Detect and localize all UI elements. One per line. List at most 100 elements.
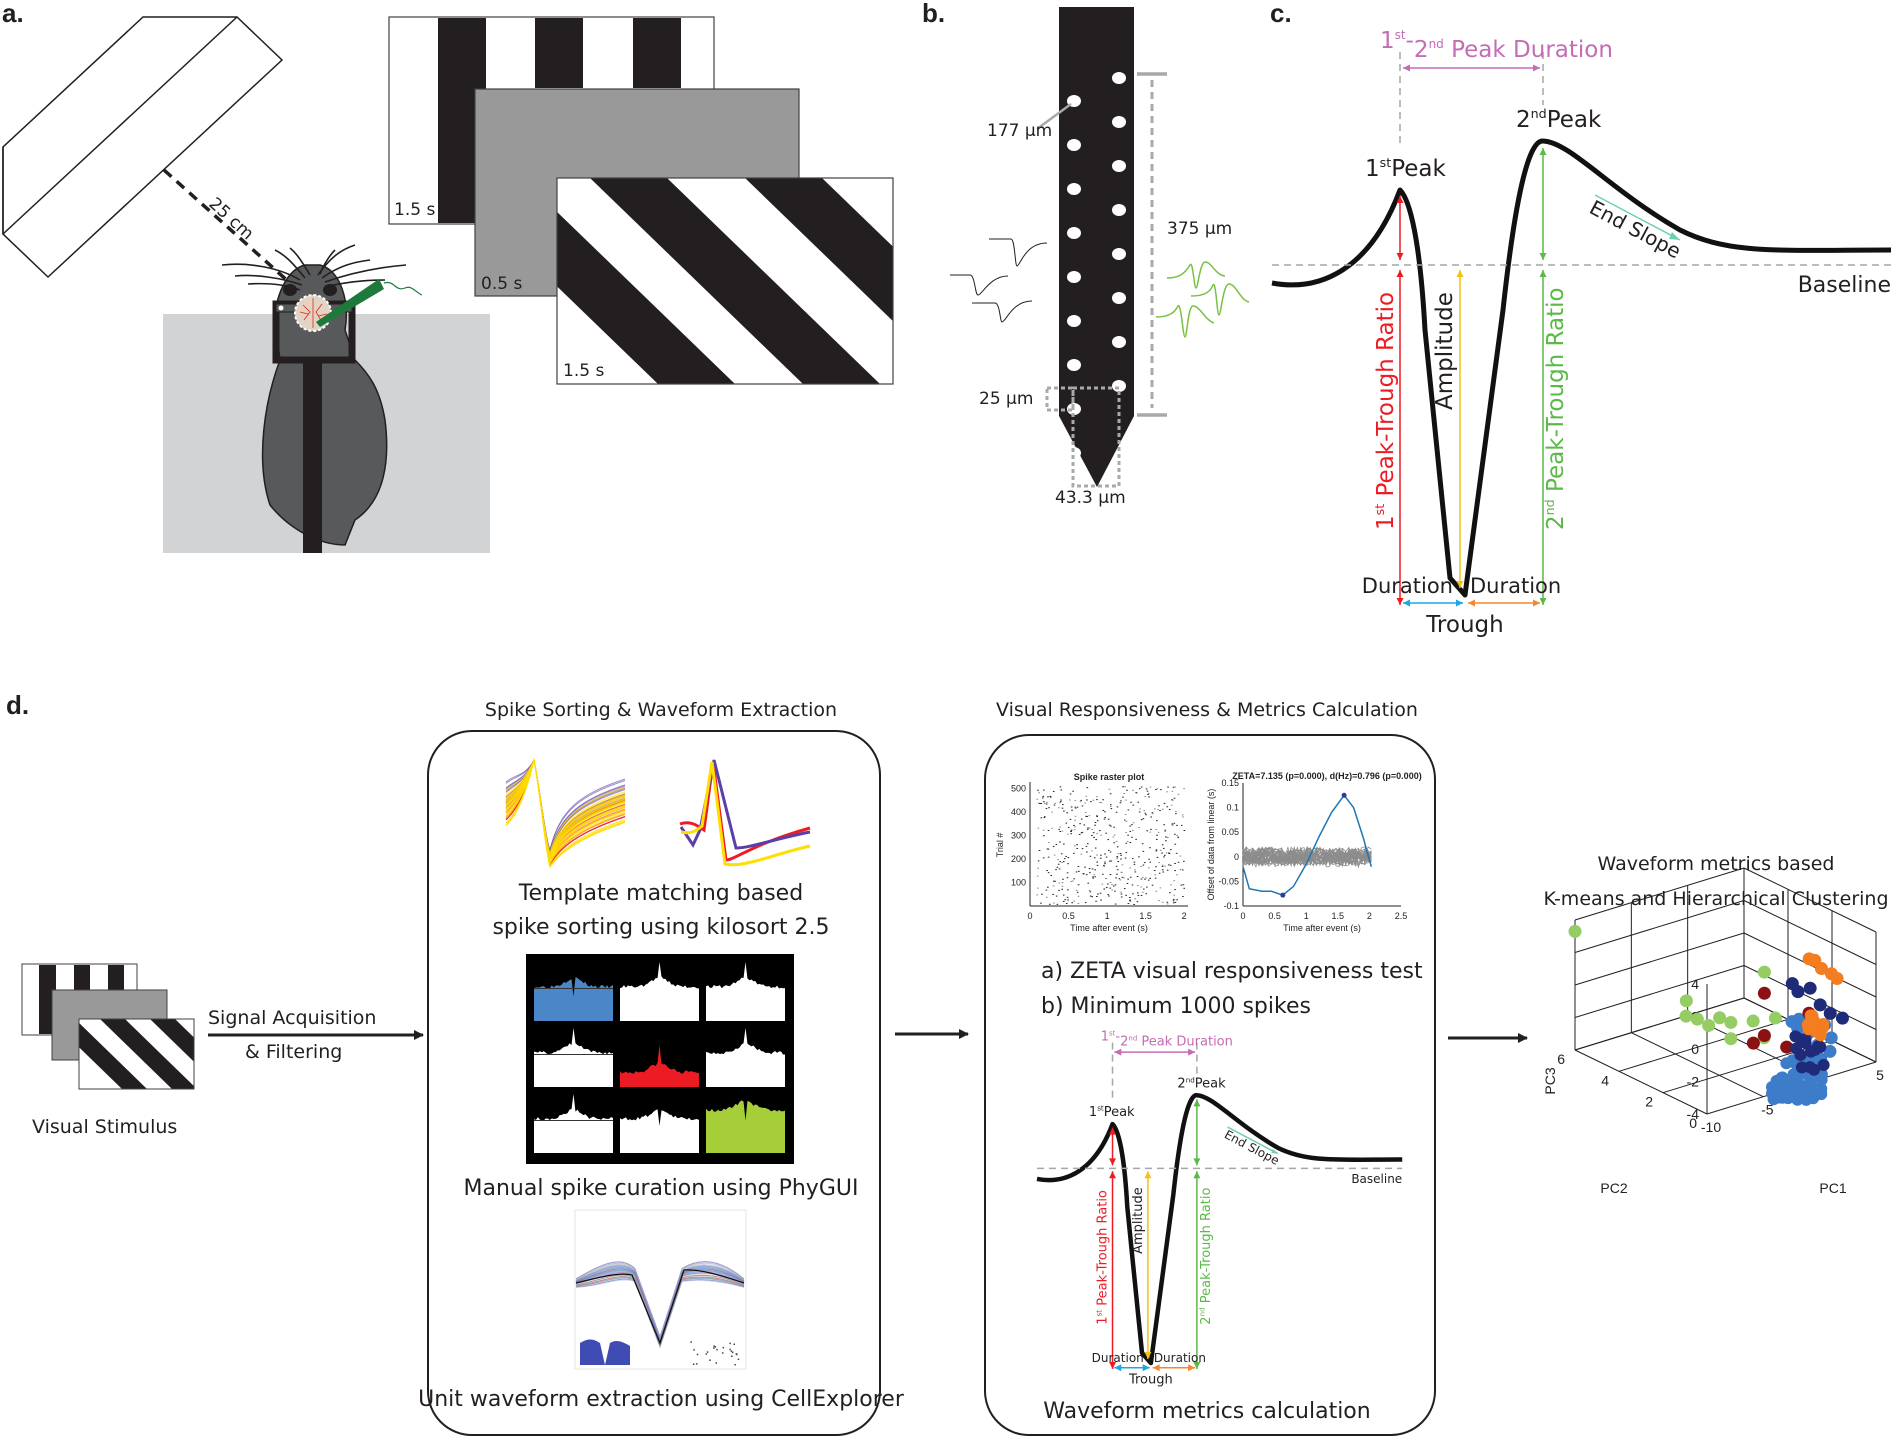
- peak-duration-arrow-head: [1114, 1048, 1122, 1056]
- raster-spike: [1130, 801, 1132, 803]
- raster-spike: [1154, 808, 1156, 810]
- raster-spike: [1061, 862, 1064, 864]
- raster-spike: [1078, 870, 1080, 872]
- waveform-trace: [1036, 1092, 1403, 1366]
- raster-spike: [1121, 876, 1124, 878]
- raster-spike: [1067, 833, 1069, 835]
- raster-x-tick: 0: [1027, 911, 1032, 921]
- pca-z-tick: -4: [1687, 1106, 1700, 1122]
- raster-spike: [1129, 867, 1131, 869]
- raster-spike: [1072, 880, 1074, 882]
- ccg-histogram: [706, 962, 785, 1021]
- raster-spike: [1109, 804, 1112, 806]
- raster-spike: [1058, 828, 1060, 830]
- raster-spike: [1043, 835, 1045, 837]
- pca-point-cluster-darkred: [1757, 1028, 1771, 1042]
- pca-point-cluster-darkred: [1746, 1036, 1760, 1050]
- mini-amplitude-label: Amplitude: [1131, 1187, 1146, 1254]
- raster-spike: [1089, 872, 1091, 874]
- raster-spike: [1063, 810, 1065, 812]
- raster-spike: [1067, 889, 1069, 891]
- ratio-1-lower-arrow-head: [1396, 598, 1404, 605]
- mouse-icon: [221, 244, 423, 553]
- raster-spike: [1079, 823, 1081, 825]
- raster-spike: [1088, 868, 1091, 870]
- raster-spike: [1143, 862, 1146, 864]
- raster-spike: [1096, 815, 1098, 817]
- raster-spike: [1087, 882, 1090, 884]
- zeta-y-tick: -0.1: [1223, 901, 1239, 911]
- raster-spike: [1116, 856, 1119, 858]
- raster-spike: [1183, 860, 1185, 862]
- raster-spike: [1129, 876, 1132, 878]
- pca-y-tick: 2: [1645, 1094, 1653, 1110]
- raster-spike: [1132, 804, 1135, 806]
- raster-y-tick: 300: [1011, 831, 1026, 841]
- raster-spike: [1037, 860, 1040, 862]
- raster-spike: [1120, 891, 1122, 893]
- cellexplorer-dot: [696, 1353, 699, 1356]
- raster-spike: [1108, 860, 1111, 862]
- zeta-y-tick: 0: [1234, 852, 1239, 862]
- raster-spike: [1052, 845, 1055, 847]
- raster-spike: [1066, 896, 1069, 898]
- step-2-label: Manual spike curation using PhyGUI: [464, 1176, 859, 1201]
- raster-spike: [1149, 786, 1152, 788]
- template-mean-red: [679, 761, 811, 862]
- spike-sorting-box: [427, 730, 881, 1436]
- cellexplorer-dot: [713, 1347, 715, 1349]
- raster-spike: [1174, 889, 1176, 891]
- phy-ccg-grid: [526, 954, 794, 1164]
- raster-spike: [1099, 830, 1101, 832]
- mini-ratio-2-label: 2nd Peak-Trough Ratio: [1198, 1188, 1214, 1325]
- raster-spike: [1086, 828, 1089, 830]
- raster-spike: [1074, 799, 1077, 801]
- ccg-histogram: [620, 1109, 699, 1153]
- raster-spike: [1173, 822, 1176, 824]
- pca-point-cluster-navy: [1790, 1042, 1803, 1055]
- raster-spike: [1085, 874, 1088, 876]
- raster-spike: [1037, 867, 1039, 869]
- raster-spike: [1054, 802, 1056, 804]
- probe-site: [1067, 227, 1081, 239]
- raster-spike: [1162, 847, 1165, 849]
- raster-spike: [1056, 866, 1059, 868]
- raster-spike: [1107, 818, 1110, 820]
- pca-x-tick: -10: [1701, 1119, 1721, 1135]
- raster-spike: [1120, 871, 1123, 873]
- probe-site: [1112, 292, 1126, 304]
- box-2-title: Visual Responsiveness & Metrics Calculat…: [996, 699, 1418, 721]
- raster-spike: [1129, 842, 1132, 844]
- site-size-label: 177 µm: [987, 121, 1052, 141]
- raster-spike: [1086, 799, 1088, 801]
- waveform-trace: [1271, 138, 1891, 598]
- raster-spike: [1129, 899, 1131, 901]
- raster-spike: [1064, 899, 1067, 901]
- raster-spike: [1140, 865, 1142, 867]
- pca-point-cluster-navy: [1817, 1059, 1830, 1072]
- raster-spike: [1157, 831, 1160, 833]
- mini-waveform-diagram: 1st-2nd Peak Duration1stPeak2ndPeakBasel…: [1036, 1029, 1403, 1388]
- raster-spike: [1141, 843, 1144, 845]
- raster-spike: [1042, 795, 1045, 797]
- raster-spike: [1081, 831, 1084, 833]
- raster-spike: [1124, 819, 1126, 821]
- duration-right-arrow-head: [1533, 599, 1540, 607]
- raster-spike: [1173, 894, 1176, 896]
- raster-spike: [1057, 863, 1060, 865]
- duration-right-label: Duration: [1470, 574, 1561, 598]
- raster-spike: [1081, 805, 1084, 807]
- raster-spike: [1096, 833, 1098, 835]
- raster-spike: [1159, 810, 1161, 812]
- raster-spike: [1088, 827, 1091, 829]
- raster-spike: [1133, 903, 1135, 905]
- probe-site: [1112, 204, 1126, 216]
- raster-spike: [1105, 887, 1108, 889]
- raster-spike: [1049, 796, 1052, 798]
- raster-spike: [1112, 836, 1115, 838]
- raster-spike: [1076, 806, 1079, 808]
- raster-spike: [1155, 789, 1157, 791]
- raster-spike: [1037, 789, 1039, 791]
- raster-spike: [1091, 868, 1094, 870]
- raster-spike: [1066, 877, 1069, 879]
